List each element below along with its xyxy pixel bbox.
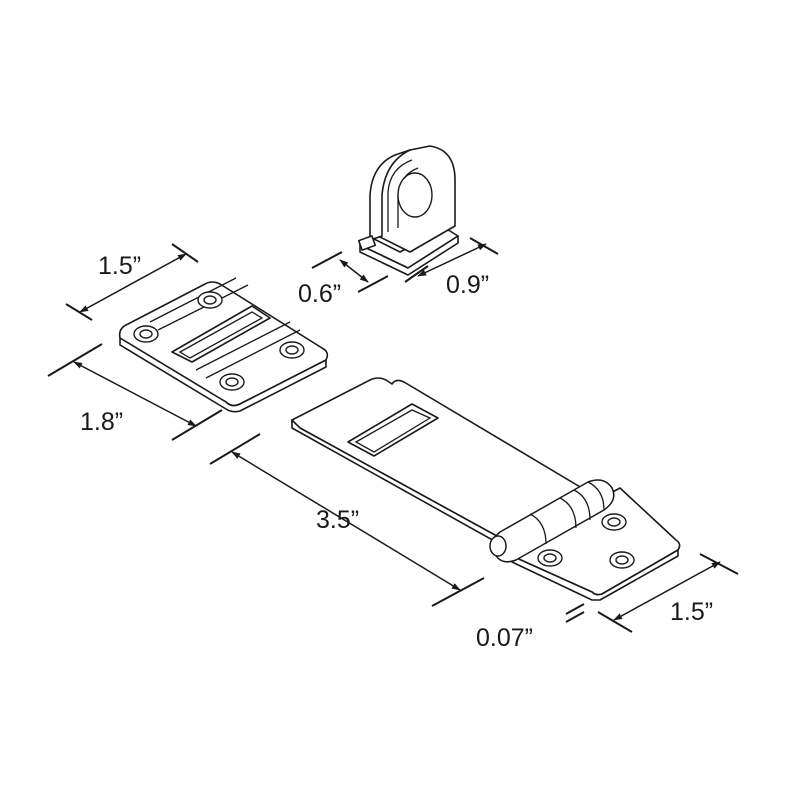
hasp-width-dimension: 1.5”: [597, 553, 739, 633]
keeper-length-dimension: 1.8”: [47, 343, 223, 441]
staple-width-label: 0.9”: [446, 271, 489, 299]
hasp-part: [290, 377, 681, 601]
keeper-plate-part: [118, 277, 329, 413]
hasp-length-label: 3.5”: [316, 506, 359, 534]
hasp-width-label: 1.5”: [670, 598, 713, 626]
keeper-width-dimension: 1.5”: [65, 243, 199, 321]
keeper-width-label: 1.5”: [98, 252, 141, 280]
keeper-length-label: 1.8”: [80, 408, 123, 436]
staple-depth-dimension: 0.6”: [298, 251, 389, 308]
hasp-thickness-dimension: 0.07”: [476, 603, 585, 652]
staple-depth-label: 0.6”: [298, 280, 341, 308]
staple-hole: [397, 172, 433, 218]
hasp-thickness-label: 0.07”: [476, 624, 533, 652]
staple-width-dimension: 0.9”: [404, 237, 499, 299]
staple-part: [357, 145, 459, 276]
hasp-length-dimension: 3.5”: [209, 433, 485, 607]
